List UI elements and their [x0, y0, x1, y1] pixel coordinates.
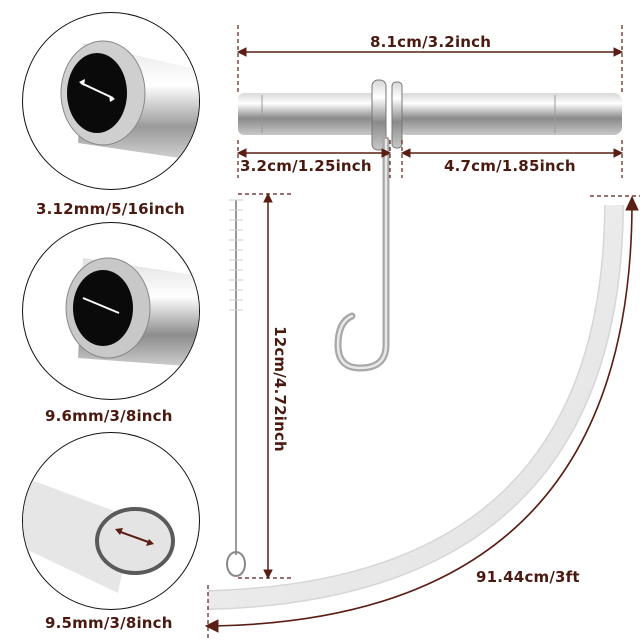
tube-end-diameter-label: 9.5mm/3/8inch [45, 614, 173, 632]
tube-length-dimension [204, 195, 640, 640]
small-end-diameter-label: 3.12mm/5/16inch [36, 200, 185, 218]
total-length-dimension [236, 25, 624, 95]
brush-length-dimension [238, 192, 292, 580]
silicone-tube-end-icon [23, 476, 175, 593]
left-length-label: 3.2cm/1.25inch [240, 157, 372, 175]
steel-pipe-icon [238, 79, 622, 151]
total-length-label: 8.1cm/3.2inch [370, 33, 492, 51]
large-end-diameter-label: 9.6mm/3/8inch [45, 407, 173, 425]
detail-circle-large-end [22, 222, 200, 400]
steel-pipe-end-icon [60, 40, 199, 161]
tube-length-label: 91.44cm/3ft [476, 568, 580, 586]
detail-circle-small-end [22, 12, 200, 190]
cleaning-brush-icon [226, 199, 246, 577]
steel-pipe-end-icon [65, 257, 199, 367]
brush-length-label: 12cm/4.72inch [271, 326, 289, 452]
detail-circle-tube-end [22, 432, 200, 610]
silicone-tube-icon [207, 204, 624, 610]
right-length-label: 4.7cm/1.85inch [444, 157, 576, 175]
